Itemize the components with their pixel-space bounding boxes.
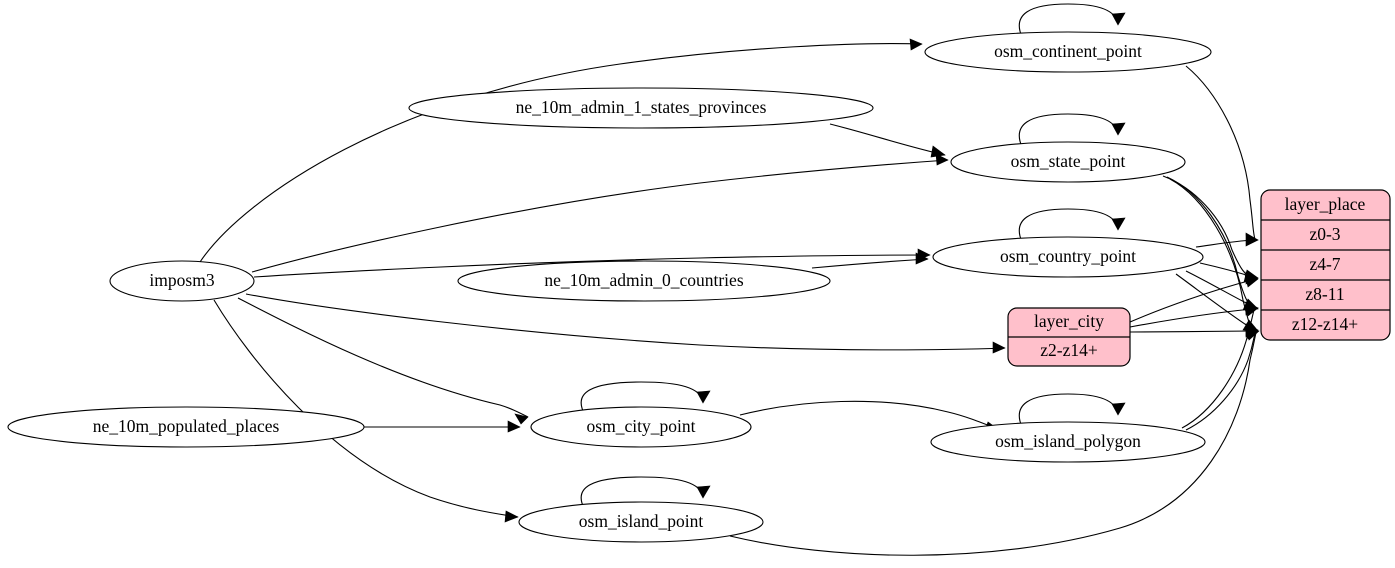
arrow-imposm3-to-osm-island-point [504,510,519,523]
edge-imposm3-to-osm-city-point [237,297,529,418]
node-layer-place-row-z8-11[interactable]: z8-11 [1305,284,1344,304]
arrow-osm-city-point-self-loop [696,390,711,404]
edge-osm-island-point-to-layer-place-z12-z14 [729,332,1257,556]
arrow-ne-populated-to-osm-city-point [507,420,521,433]
edge-imposm3-to-osm-continent-point [199,43,923,263]
node-layer-place[interactable]: layer_place z0-3 z4-7 z8-11 z12-z14+ [1260,189,1391,341]
node-osm-island-point-label: osm_island_point [579,511,704,531]
node-imposm3-shape[interactable] [109,260,255,302]
node-osm-city-point-label: osm_city_point [587,416,696,436]
edge-osm-island-polygon-to-layer-place-z8-11 [1181,309,1255,429]
edge-osm-country-point-self-loop [1018,208,1119,243]
node-ne-10m-admin-1-states-provinces-shape[interactable] [408,87,874,129]
node-layer-place-row-z0-3[interactable]: z0-3 [1309,224,1340,244]
node-ne-10m-populated-places-label: ne_10m_populated_places [93,416,280,436]
node-osm-country-point[interactable]: osm_country_point [932,236,1204,278]
arrow-imposm3-to-osm-continent-point [909,38,923,51]
arrow-osm-country-point-to-layer-place-z0-3 [1245,233,1259,247]
node-osm-state-point[interactable]: osm_state_point [950,141,1186,183]
arrow-osm-island-polygon-to-layer-place-z8-11 [1245,304,1259,317]
node-osm-country-point-label: osm_country_point [1000,246,1136,266]
node-ne-10m-admin-0-countries-shape[interactable] [457,260,831,302]
node-ne-10m-admin-0-countries[interactable]: ne_10m_admin_0_countries [457,260,831,302]
edge-osm-state-point-to-layer-place-z8-11 [1166,176,1254,309]
node-osm-continent-point-shape[interactable] [924,31,1212,73]
edge-osm-continent-point-to-layer-place-z0-3 [1185,65,1256,240]
node-imposm3[interactable]: imposm3 [109,260,255,302]
edge-osm-island-polygon-self-loop [1018,393,1119,428]
arrow-osm-country-point-self-loop [1111,217,1126,231]
node-osm-state-point-shape[interactable] [950,141,1186,183]
edge-imposm3-to-osm-island-point [213,299,519,518]
node-layer-place-title: layer_place [1285,194,1366,214]
edge-osm-country-point-to-layer-place-z0-3 [1195,239,1254,248]
node-osm-city-point[interactable]: osm_city_point [530,406,752,448]
edge-osm-country-point-to-layer-place-z12-z14 [1175,273,1252,329]
node-osm-continent-point[interactable]: osm_continent_point [924,31,1212,73]
node-ne-10m-admin-1-states-provinces[interactable]: ne_10m_admin_1_states_provinces [408,87,874,129]
edge-osm-state-point-self-loop [1018,113,1119,148]
node-layer-place-row-z4-7[interactable]: z4-7 [1309,254,1340,274]
edge-osm-continent-point-self-loop [1018,3,1119,38]
node-osm-island-point[interactable]: osm_island_point [518,501,764,543]
arrow-osm-island-point-to-layer-place-z12-z14 [1246,327,1260,341]
node-osm-island-point-shape[interactable] [518,501,764,543]
edge-layer [199,3,1260,556]
edge-osm-city-point-self-loop [580,381,704,416]
node-osm-island-polygon[interactable]: osm_island_polygon [930,421,1206,463]
node-osm-continent-point-label: osm_continent_point [994,41,1142,61]
arrow-imposm3-to-osm-state-point [935,153,949,166]
node-ne-10m-populated-places[interactable]: ne_10m_populated_places [7,406,365,448]
record-node-layer: layer_place z0-3 z4-7 z8-11 z12-z14+ lay… [1007,189,1391,367]
arrow-imposm3-to-layer-city [992,341,1006,354]
edge-layer-city-to-layer-place-z12-z14 [1129,330,1253,333]
arrow-ne-admin1-to-osm-state-point [930,145,946,158]
node-layer-place-row-z12-z14[interactable]: z12-z14+ [1292,314,1358,334]
edge-osm-city-point-to-osm-island-polygon [739,400,996,429]
node-osm-country-point-shape[interactable] [932,236,1204,278]
node-ne-10m-admin-0-countries-label: ne_10m_admin_0_countries [544,270,743,290]
arrow-imposm3-to-osm-city-point [514,413,529,425]
arrow-layer-city-to-layer-place-z4-7 [1244,274,1259,288]
node-layer-city-row-z2-z14[interactable]: z2-z14+ [1040,340,1098,360]
edge-imposm3-to-layer-city [245,293,1006,351]
node-osm-island-polygon-shape[interactable] [930,421,1206,463]
node-osm-state-point-label: osm_state_point [1011,151,1126,171]
node-ne-10m-admin-1-states-provinces-label: ne_10m_admin_1_states_provinces [516,97,767,117]
node-layer: imposm3 ne_10m_admin_1_states_provinces … [7,31,1212,543]
node-ne-10m-populated-places-shape[interactable] [7,406,365,448]
edge-osm-island-point-self-loop [580,476,704,511]
edge-layer-city-to-layer-place-z8-11 [1129,308,1253,328]
arrow-osm-island-point-self-loop [696,485,711,499]
arrow-ne-admin0-to-osm-country-point [915,252,929,265]
node-imposm3-label: imposm3 [149,270,214,290]
node-layer-place-box[interactable] [1260,189,1391,341]
arrow-osm-continent-point-self-loop [1111,12,1126,26]
node-layer-city[interactable]: layer_city z2-z14+ [1007,307,1131,367]
edge-osm-island-polygon-to-layer-place-z12-z14 [1185,332,1256,431]
node-layer-city-title: layer_city [1034,311,1104,331]
node-osm-city-point-shape[interactable] [530,406,752,448]
edge-imposm3-to-osm-state-point [251,159,949,273]
edge-layer-city-to-layer-place-z4-7 [1129,279,1253,323]
edge-imposm3-to-osm-country-point [253,254,931,278]
edge-ne-admin0-to-osm-country-point [811,258,929,269]
arrow-osm-state-point-self-loop [1111,122,1126,136]
arrow-osm-island-polygon-self-loop [1111,402,1126,416]
node-osm-island-polygon-label: osm_island_polygon [995,431,1141,451]
edge-ne-admin1-to-osm-state-point [829,123,946,156]
